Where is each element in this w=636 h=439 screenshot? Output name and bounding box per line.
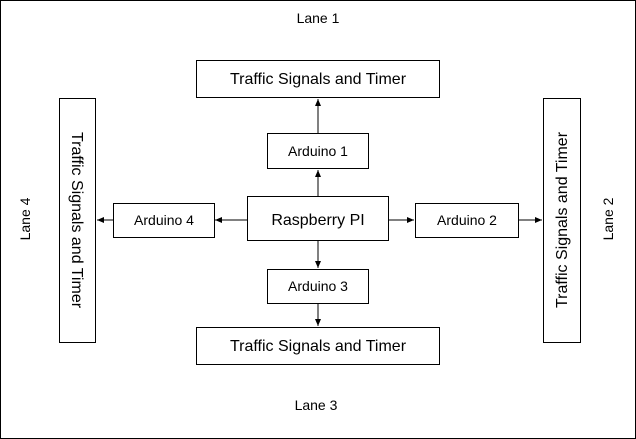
arduino-1-label: Arduino 1	[288, 143, 348, 159]
arduino-4-label: Arduino 4	[134, 212, 194, 228]
lane-4-label: Lane 4	[17, 197, 33, 240]
arduino-3-box: Arduino 3	[267, 269, 369, 304]
signals-bottom-box: Traffic Signals and Timer	[196, 327, 440, 365]
signals-right-label: Traffic Signals and Timer	[554, 131, 571, 308]
arduino-2-box: Arduino 2	[415, 203, 519, 238]
lane-2-label: Lane 2	[600, 197, 616, 240]
arduino-1-box: Arduino 1	[267, 133, 369, 169]
signals-left-box: Traffic Signals and Timer	[59, 98, 96, 343]
arduino-2-label: Arduino 2	[437, 212, 497, 228]
arduino-4-box: Arduino 4	[113, 203, 215, 238]
lane-3-label: Lane 3	[295, 397, 338, 413]
signals-top-label: Traffic Signals and Timer	[230, 71, 407, 88]
lane-1-label: Lane 1	[297, 10, 340, 26]
signals-bottom-label: Traffic Signals and Timer	[230, 338, 407, 355]
signals-left-label: Traffic Signals and Timer	[68, 132, 85, 309]
signals-top-box: Traffic Signals and Timer	[196, 60, 440, 98]
raspberry-pi-label: Raspberry PI	[271, 212, 364, 229]
connectors	[97, 99, 542, 326]
signals-right-box: Traffic Signals and Timer	[543, 98, 581, 343]
raspberry-pi-box: Raspberry PI	[247, 196, 389, 241]
arduino-3-label: Arduino 3	[288, 278, 348, 294]
